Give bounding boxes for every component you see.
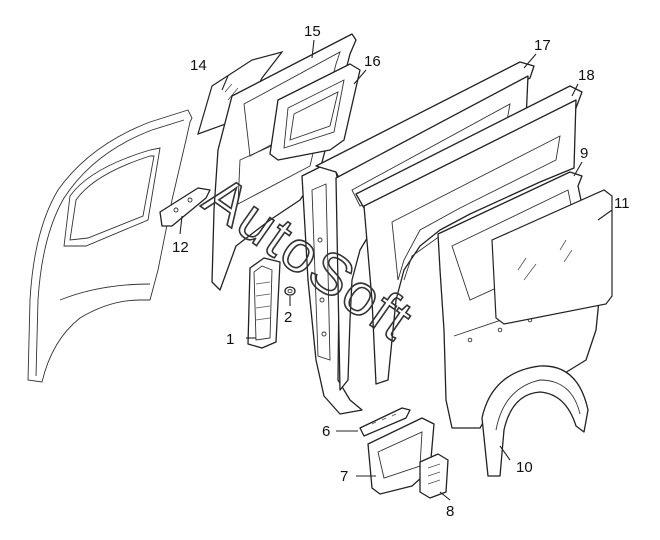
- tail-lamp: [247, 257, 281, 349]
- callout-1: 1: [226, 331, 234, 348]
- callout-7: 7: [340, 468, 348, 485]
- trim-strip: [359, 407, 411, 437]
- callout-6: 6: [322, 423, 330, 440]
- callout-12: 12: [172, 239, 189, 256]
- window-frame: [269, 63, 361, 161]
- bracket: [159, 187, 211, 227]
- slotted-bracket: [419, 453, 449, 499]
- rear-quarter-inner-panel: [355, 85, 583, 385]
- callout-17: 17: [534, 37, 551, 54]
- callout-16: 16: [364, 53, 381, 70]
- grommet: [284, 286, 296, 296]
- callout-8: 8: [446, 503, 454, 520]
- leader-lines: [179, 39, 613, 501]
- callout-9: 9: [580, 145, 588, 162]
- callout-14: 14: [190, 57, 207, 74]
- callout-11: 11: [614, 195, 630, 212]
- callout-18: 18: [578, 67, 595, 84]
- van-side-outline: [27, 109, 193, 383]
- callout-labels: 14 15 16 17 18 9 11 12 1 2 6 7 8 10: [172, 23, 630, 520]
- callout-10: 10: [516, 459, 533, 476]
- side-glass: [491, 189, 613, 325]
- callout-2: 2: [284, 309, 292, 326]
- callout-15: 15: [304, 23, 321, 40]
- wheel-arch-liner: [481, 365, 589, 477]
